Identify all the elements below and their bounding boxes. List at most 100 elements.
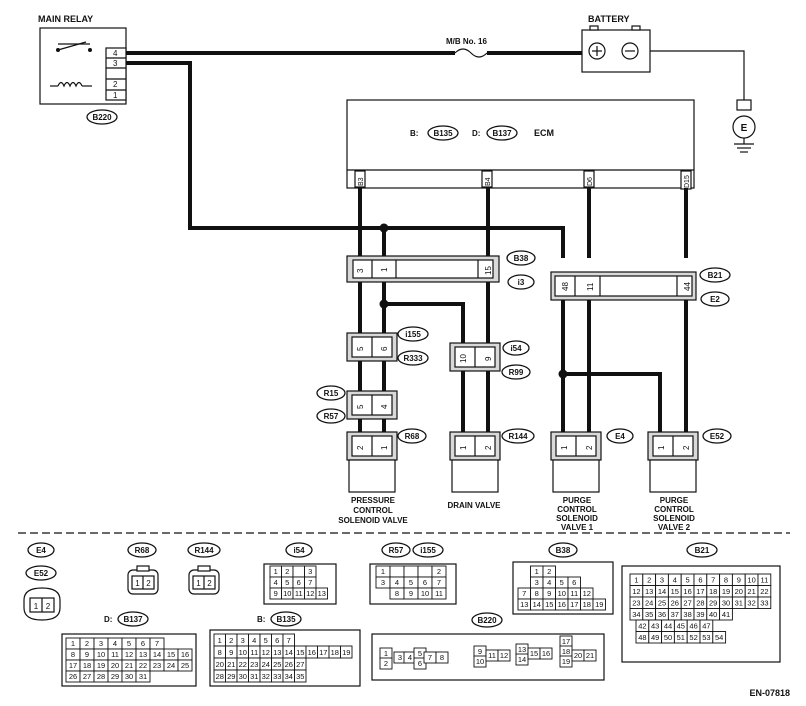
connector-r333-oval: R333 bbox=[397, 350, 429, 366]
connector-pin-number: 29 bbox=[111, 672, 119, 681]
connector-pin-number: 8 bbox=[724, 576, 728, 585]
fuse-label: M/B No. 16 bbox=[446, 37, 487, 46]
pcv1-label-4: VALVE 1 bbox=[561, 523, 594, 532]
connector-cell bbox=[515, 653, 529, 666]
connector-pin-number: 6 bbox=[423, 578, 427, 587]
svg-text:B135: B135 bbox=[433, 129, 453, 138]
connector-pin-number: 9 bbox=[229, 648, 233, 657]
pressure-control-solenoid-valve: 2 1 bbox=[346, 431, 398, 493]
connector-pin-number: 31 bbox=[139, 672, 147, 681]
connector-pin-number: 9 bbox=[409, 589, 413, 598]
connector-pin-number: 20 bbox=[735, 587, 743, 596]
connector-pin-number: 30 bbox=[722, 599, 730, 608]
connector-pin-number: 54 bbox=[715, 633, 723, 642]
svg-text:i54: i54 bbox=[510, 344, 522, 353]
connector-pin-number: 49 bbox=[651, 633, 659, 642]
connector-pin-number: 46 bbox=[689, 622, 697, 631]
connector-pin-number: 17 bbox=[562, 637, 570, 646]
drain-valve-label: DRAIN VALVE bbox=[447, 501, 501, 510]
svg-text:B220: B220 bbox=[477, 616, 497, 625]
legend-i155-oval: i155 bbox=[412, 542, 444, 558]
connector-r68-oval: R68 bbox=[397, 428, 427, 444]
pcv2-label-3: SOLENOID bbox=[653, 514, 695, 523]
connector-pin-number: 13 bbox=[139, 650, 147, 659]
connector-pin-number: 10 bbox=[747, 576, 755, 585]
connector-pin-number: 3 bbox=[398, 653, 402, 662]
legend-e4-face: 1 2 bbox=[23, 587, 61, 621]
connector-pin-number: 32 bbox=[747, 599, 755, 608]
relay-pin-1: 1 bbox=[113, 91, 118, 100]
connector-pin-number: 52 bbox=[689, 633, 697, 642]
ecm-b-prefix: B: bbox=[410, 129, 418, 138]
connector-pin-number: 1 bbox=[384, 649, 388, 658]
connector-pin-number: 5 bbox=[264, 636, 268, 645]
connector-i155-r333: 5 6 bbox=[346, 332, 398, 362]
connector-r15-r57: 5 4 bbox=[346, 390, 398, 420]
connector-b38-oval: B38 bbox=[506, 250, 536, 266]
connector-pin-number: 28 bbox=[216, 672, 224, 681]
ecm-d-prefix: D: bbox=[472, 129, 480, 138]
connector-cell bbox=[417, 565, 433, 578]
connector-pin-number: 10 bbox=[97, 650, 105, 659]
connector-pin-number: 32 bbox=[262, 672, 270, 681]
ecm-pin-b3: B3 bbox=[358, 177, 365, 186]
connector-pin-number: 9 bbox=[737, 576, 741, 585]
connector-pin-number: 12 bbox=[125, 650, 133, 659]
connector-pin-number: 2 bbox=[384, 659, 388, 668]
connector-pin-number: 48 bbox=[638, 633, 646, 642]
connector-b135-oval: B135 bbox=[427, 125, 459, 141]
relay-pin-3: 3 bbox=[113, 59, 118, 68]
connector-pin-number: 20 bbox=[574, 651, 582, 660]
connector-pin-number: 1 bbox=[535, 567, 539, 576]
svg-text:R68: R68 bbox=[405, 432, 420, 441]
legend-r144-face: 1 2 bbox=[188, 565, 220, 595]
connector-pin-number: 2 bbox=[547, 567, 551, 576]
connector-pin-number: 26 bbox=[671, 599, 679, 608]
connector-pin-number: 5 bbox=[418, 649, 422, 658]
connector-e52-oval: E52 bbox=[702, 428, 732, 444]
connector-pin-number: 29 bbox=[227, 672, 235, 681]
connector-pin-number: 4 bbox=[113, 639, 117, 648]
connector-pin-number: 44 bbox=[664, 622, 672, 631]
e4-pin-1: 1 bbox=[560, 445, 569, 450]
connector-pin-number: 17 bbox=[570, 600, 578, 609]
ecm-title: ECM bbox=[534, 128, 554, 138]
connector-cell bbox=[431, 587, 447, 600]
connector-pin-number: 5 bbox=[409, 578, 413, 587]
connector-pin-number: 7 bbox=[155, 639, 159, 648]
relay-pin-2: 2 bbox=[113, 80, 118, 89]
connector-pin-number: 6 bbox=[275, 636, 279, 645]
e4-pin-2: 2 bbox=[585, 445, 594, 450]
connector-pin-number: 31 bbox=[250, 672, 258, 681]
connector-cell bbox=[473, 655, 487, 668]
connector-pin-number: 22 bbox=[139, 661, 147, 670]
connector-pin-number: 3 bbox=[308, 567, 312, 576]
connector-pin-number: 17 bbox=[319, 648, 327, 657]
r144-pin-2: 2 bbox=[484, 445, 493, 450]
connector-r99-oval: R99 bbox=[501, 364, 531, 380]
connector-pin-number: 36 bbox=[658, 610, 666, 619]
ecm-pin-d6: D6 bbox=[587, 177, 594, 186]
pcv1-label-2: CONTROL bbox=[557, 505, 597, 514]
connector-pin-number: 34 bbox=[632, 610, 640, 619]
connector-pin-number: 2 bbox=[229, 636, 233, 645]
connector-pin-number: 25 bbox=[658, 599, 666, 608]
b38-pin-15: 15 bbox=[484, 266, 493, 275]
svg-text:B21: B21 bbox=[695, 546, 710, 555]
svg-text:E4: E4 bbox=[615, 432, 625, 441]
connector-pin-number: 2 bbox=[285, 567, 289, 576]
connector-pin-number: 24 bbox=[262, 660, 270, 669]
svg-text:B135: B135 bbox=[276, 615, 296, 624]
connector-pin-number: 27 bbox=[683, 599, 691, 608]
connector-pin-number: 6 bbox=[297, 578, 301, 587]
connector-b38-i3: 3 1 15 bbox=[346, 255, 500, 283]
i54-pin-9: 9 bbox=[484, 356, 493, 361]
i155-pin-6: 6 bbox=[380, 346, 389, 351]
connector-pin-number: 8 bbox=[395, 589, 399, 598]
connector-pin-number: 6 bbox=[418, 659, 422, 668]
connector-pin-number: 16 bbox=[558, 600, 566, 609]
i155-pin-5: 5 bbox=[356, 346, 365, 351]
